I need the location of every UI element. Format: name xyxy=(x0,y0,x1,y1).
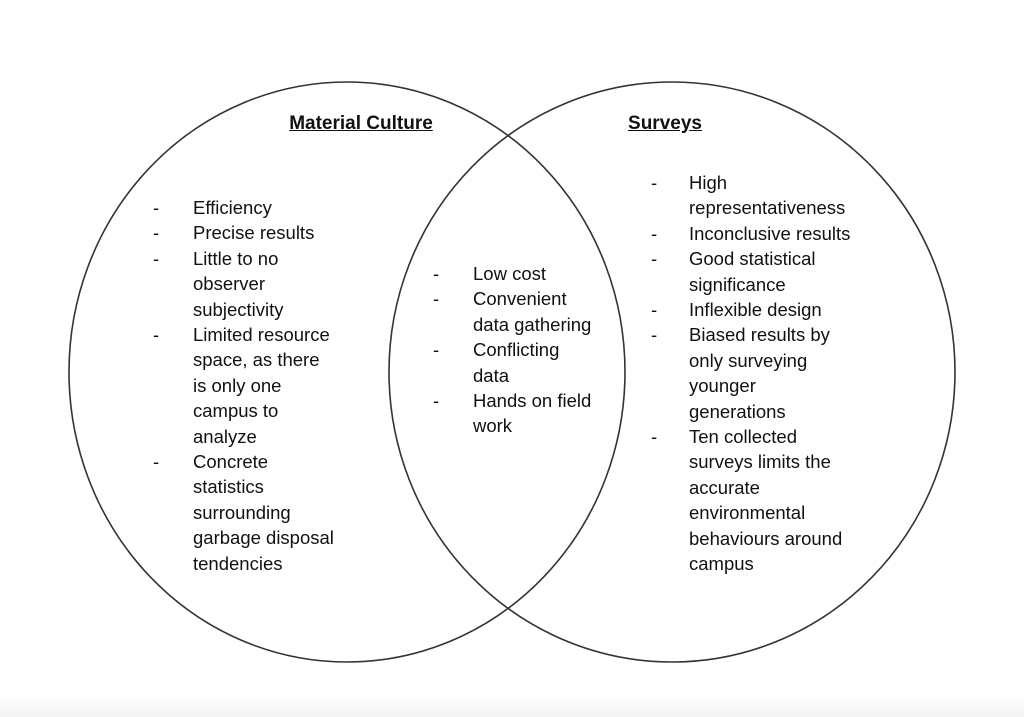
list-item: - Convenient data gathering xyxy=(433,286,592,337)
list-item: - Precise results xyxy=(153,220,334,245)
item-text-line: statistics xyxy=(193,476,264,498)
material-culture-title: Material Culture xyxy=(289,113,433,134)
item-text-line: campus to xyxy=(193,400,279,422)
dash-bullet: - xyxy=(651,426,658,448)
dash-bullet: - xyxy=(153,451,160,473)
item-text-line: generations xyxy=(689,400,786,422)
dash-bullet: - xyxy=(651,172,658,193)
item-text-line: younger xyxy=(689,375,756,397)
item-text-line: Conflicting xyxy=(473,339,560,361)
item-text-line: Good statistical xyxy=(689,248,816,270)
item-text-line: Convenient xyxy=(473,288,567,310)
list-item: - Limited resource space, as there is only … xyxy=(153,322,334,449)
item-text-line: garbage disposal xyxy=(193,527,334,549)
list-item: - High representativeness xyxy=(651,170,850,221)
dash-bullet: - xyxy=(153,222,160,244)
list-item: - Hands on field work xyxy=(433,388,592,439)
item-text-line: only surveying xyxy=(689,349,808,371)
item-text-line: Low cost xyxy=(473,263,547,284)
item-text-line: subjectivity xyxy=(193,298,284,320)
item-text-line: is only one xyxy=(193,374,282,396)
list-item: - Concrete statistics surrounding garbage di… xyxy=(153,449,334,576)
item-text-line: tendencies xyxy=(193,552,283,574)
item-text-line: observer xyxy=(193,273,265,295)
dash-bullet: - xyxy=(651,222,658,244)
list-item: - Conflicting data xyxy=(433,337,591,388)
dash-bullet: - xyxy=(153,197,160,218)
dash-bullet: - xyxy=(651,324,658,346)
dash-bullet: - xyxy=(433,390,440,412)
item-text-line: Precise results xyxy=(193,222,315,244)
item-text-line: environmental xyxy=(689,502,806,524)
item-text-line: representativeness xyxy=(689,197,846,219)
bottom-band xyxy=(0,698,1024,717)
list-item: - Efficiency xyxy=(153,195,334,220)
dash-bullet: - xyxy=(433,263,440,284)
dash-bullet: - xyxy=(153,324,160,346)
surveys-list: - High representativeness - Inconclusive res… xyxy=(651,170,851,577)
item-text-line: surveys limits the xyxy=(689,451,831,473)
surveys-circle xyxy=(388,81,956,663)
item-text-line: behaviours around xyxy=(689,527,843,549)
dash-bullet: - xyxy=(651,299,658,321)
dash-bullet: - xyxy=(153,247,160,269)
surveys-title: Surveys xyxy=(628,113,702,134)
dash-bullet: - xyxy=(433,339,440,361)
overlap-list: - Low cost - Convenient data gathering - Confl… xyxy=(433,261,592,439)
list-item: - Low cost xyxy=(433,261,591,286)
dash-bullet: - xyxy=(651,248,658,270)
list-item: - Little to no observer subjectivity xyxy=(153,246,334,322)
item-text-line: Inconclusive results xyxy=(689,222,851,244)
item-text-line: Concrete xyxy=(193,451,269,473)
dash-bullet: - xyxy=(433,288,440,310)
item-text-line: data gathering xyxy=(473,313,592,335)
material-culture-circle xyxy=(68,81,626,663)
item-text-line: campus xyxy=(689,553,754,575)
list-item: - Ten collected surveys limits the accurate… xyxy=(651,424,850,576)
item-text-line: Limited resource xyxy=(193,324,330,346)
item-text-line: Biased results by xyxy=(689,324,830,346)
item-text-line: Inflexible design xyxy=(689,299,822,321)
list-item: - Inflexible design xyxy=(651,297,850,322)
list-item: - Inconclusive results xyxy=(651,221,851,246)
item-text-line: significance xyxy=(689,273,786,295)
item-text-line: work xyxy=(473,415,513,437)
item-text-line: surrounding xyxy=(193,501,291,523)
item-text-line: accurate xyxy=(689,476,760,498)
material-culture-list: - Efficiency - Precise results - Little to no… xyxy=(153,195,334,576)
item-text-line: Hands on field xyxy=(473,390,592,412)
list-item: - Biased results by only surveying younger g… xyxy=(651,322,850,424)
item-text-line: analyze xyxy=(193,425,257,447)
list-item: - Good statistical significance xyxy=(651,246,850,297)
item-text-line: High xyxy=(689,172,728,193)
item-text-line: data xyxy=(473,364,510,386)
item-text-line: Little to no xyxy=(193,247,279,269)
item-text-line: Ten collected xyxy=(689,426,797,448)
item-text-line: space, as there xyxy=(193,349,320,371)
item-text-line: Efficiency xyxy=(193,197,272,218)
